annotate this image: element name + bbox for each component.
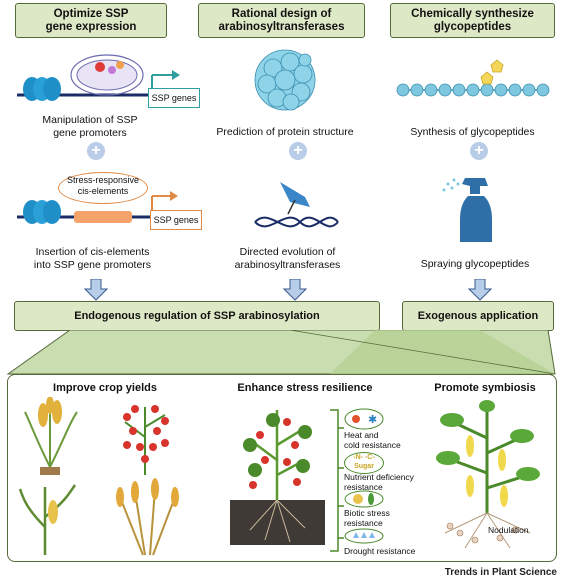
improve-crop-yields-title: Improve crop yields [53,382,157,394]
drought-label: Drought resistance [344,546,416,556]
biotic-stress-label: Biotic stress resistance [344,508,390,528]
symbiosis-plant-illustration [436,400,540,549]
caption-protein-prediction: Prediction of protein structure [216,126,354,138]
heat-cold-icon: ✱ [344,408,384,430]
caption-insertion-cis: Insertion of cis-elements into SSP gene … [33,246,152,271]
promoter-manipulation-illustration [17,54,180,101]
protein-structure-icon [254,49,316,111]
funnel-connector [6,330,556,375]
arrow-down-col3 [468,279,492,301]
svg-text:✱: ✱ [368,413,377,426]
caption-spraying: Spraying glycopeptides [420,258,530,270]
sugar-nutrient-icon: -N- -C- Sugar [344,452,384,474]
header-optimize-ssp: Optimize SSP gene expression [15,3,167,38]
arrow-down-col2 [283,279,307,301]
caption-glycopeptide-synthesis: Synthesis of glycopeptides [410,126,535,138]
journal-footer: Trends in Plant Science [444,567,557,578]
enhance-stress-resilience-title: Enhance stress resilience [237,382,373,394]
crop-plants-illustration [18,397,179,556]
cis-element-insertion-illustration [17,191,178,224]
dna-editing-icon [254,182,339,228]
cis-elements-bubble: Stress-responsive cis-elements [58,172,148,204]
heat-cold-label: Heat and cold resistance [344,430,401,450]
caption-directed-evolution: Directed evolution of arabinosyltransfer… [234,246,341,271]
ssp-genes-label-row2: SSP genes [150,210,202,230]
drought-icon [344,528,384,544]
plus-icon-col2: + [289,142,307,160]
header-chemical-synthesis: Chemically synthesize glycopeptides [390,3,555,38]
promote-symbiosis-title: Promote symbiosis [434,382,536,394]
arrow-down-col1 [84,279,108,301]
exogenous-application-band: Exogenous application [402,301,554,331]
biotic-stress-icon [344,490,384,508]
nutrient-deficiency-label: Nutrient deficiency resistance [344,472,414,492]
stress-bracket [330,409,344,552]
ssp-genes-label-row1: SSP genes [148,88,200,108]
stress-plant-illustration [230,410,325,545]
spray-bottle-icon [442,178,492,242]
caption-manipulation-promoters: Manipulation of SSP gene promoters [42,114,138,139]
plus-icon-col1: + [87,142,105,160]
nodulation-label: Nodulation [488,525,529,535]
glycopeptide-chain-icon [396,59,550,97]
plus-icon-col3: + [470,142,488,160]
header-rational-design: Rational design of arabinosyltransferase… [198,3,365,38]
endogenous-regulation-band: Endogenous regulation of SSP arabinosyla… [14,301,380,331]
